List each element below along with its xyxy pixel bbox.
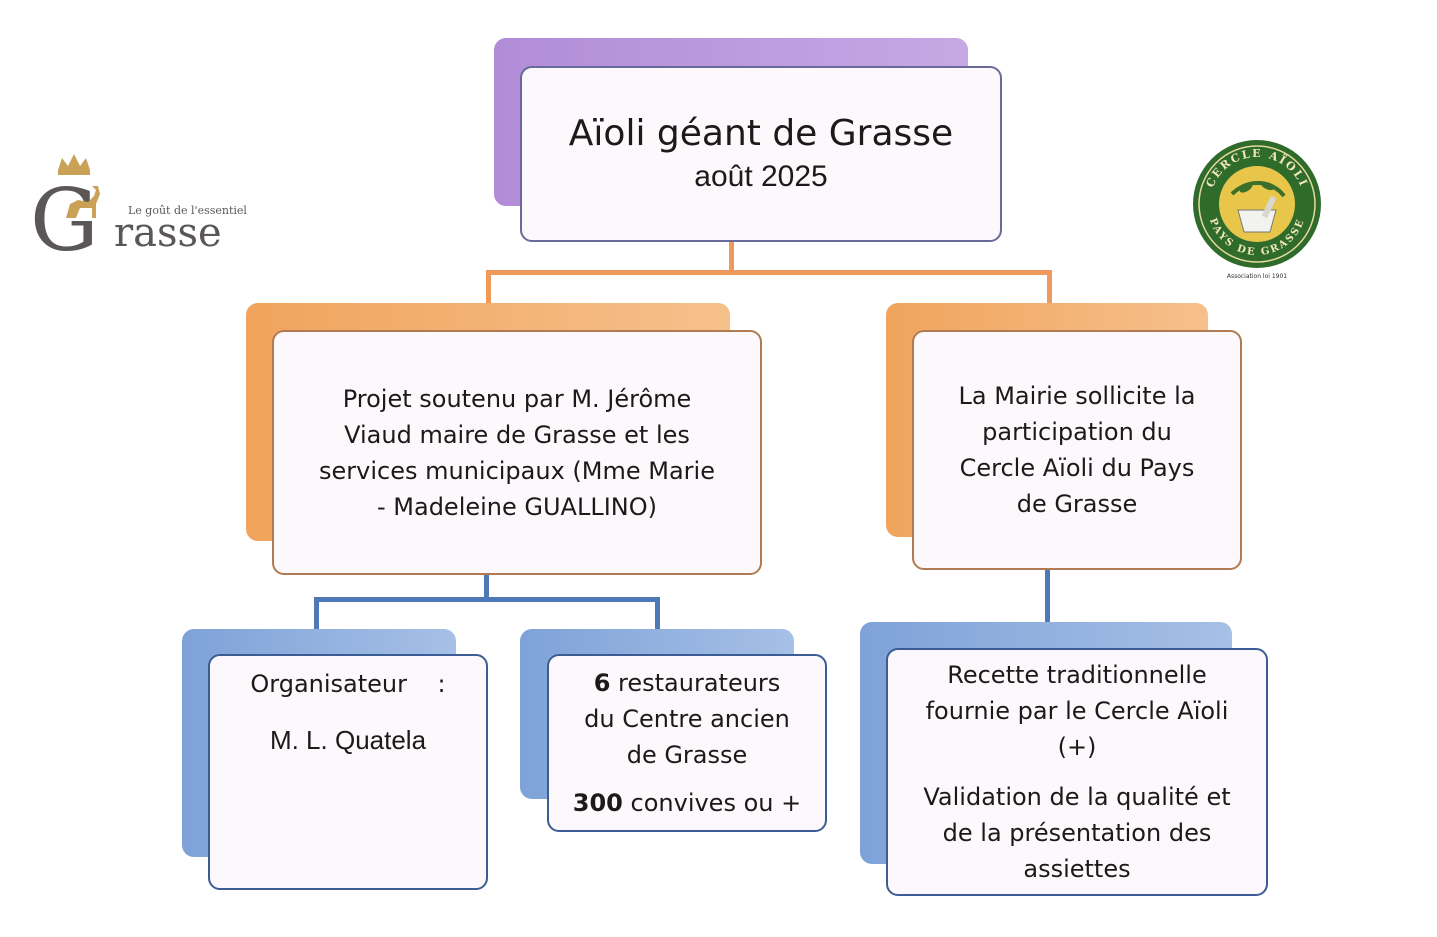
- organiser-separator: :: [437, 670, 446, 698]
- recipe-line: Recette traditionnelle: [947, 661, 1207, 689]
- organiser-label-row: Organisateur :: [250, 666, 445, 702]
- connector-right-stem: [1045, 570, 1050, 624]
- connector-left-stem: [484, 574, 489, 602]
- cercle-logo-caption: Association loi 1901: [1227, 273, 1287, 280]
- title-box: Aïoli géant de Grasse août 2025: [520, 66, 1002, 242]
- validation-line: assiettes: [1023, 855, 1131, 883]
- connector-left-bar: [314, 597, 660, 602]
- validation-line: de la présentation des: [942, 819, 1212, 847]
- olive-branch-icon: [1219, 166, 1295, 242]
- right-branch-line: participation du: [982, 418, 1172, 446]
- organiser-label: Organisateur: [250, 670, 407, 698]
- connector-left-drop-b: [655, 597, 660, 630]
- restaurants-line-2: du Centre ancien: [584, 705, 790, 733]
- grasse-logo: G Le goût de l'essentiel rasse: [30, 150, 250, 271]
- connector-title-left-drop: [486, 270, 491, 304]
- left-branch-box: Projet soutenu par M. Jérôme Viaud maire…: [272, 330, 762, 575]
- left-branch-line: - Madeleine GUALLINO): [376, 492, 658, 521]
- organiser-box: Organisateur : M. L. Quatela: [208, 654, 488, 890]
- right-branch-line: La Mairie sollicite la: [958, 382, 1196, 410]
- title-date: août 2025: [694, 160, 828, 193]
- mortar-icon: [1237, 195, 1277, 233]
- restaurants-line-3: de Grasse: [626, 741, 748, 769]
- left-branch-line: services municipaux (Mme Marie: [319, 456, 715, 485]
- grasse-logo-initial: G: [30, 171, 99, 260]
- title-main: Aïoli géant de Grasse: [568, 113, 954, 154]
- restaurants-count: 6: [593, 669, 611, 697]
- restaurants-line-1: 6 restaurateurs: [594, 665, 781, 701]
- right-branch-box: La Mairie sollicite la participation du …: [912, 330, 1242, 570]
- right-branch-line: Cercle Aïoli du Pays: [959, 454, 1195, 482]
- crown-icon: [58, 154, 90, 175]
- recipe-line: (+): [1057, 733, 1097, 761]
- grasse-logo-word: rasse: [114, 210, 222, 256]
- validation-line: Validation de la qualité et: [923, 783, 1231, 811]
- connector-left-drop-a: [314, 597, 319, 630]
- restaurants-box: 6 restaurateurs du Centre ancien de Gras…: [547, 654, 827, 832]
- deer-icon: [66, 186, 100, 218]
- guests-text: convives ou +: [622, 789, 802, 817]
- right-branch-line: de Grasse: [1016, 490, 1138, 518]
- guests-count: 300: [572, 789, 623, 817]
- connector-title-bar: [486, 270, 1052, 275]
- left-branch-line: Projet soutenu par M. Jérôme: [342, 384, 692, 413]
- guests-line: 300 convives ou +: [573, 785, 801, 821]
- recipe-box: Recette traditionnelle fournie par le Ce…: [886, 648, 1268, 896]
- organiser-name: M. L. Quatela: [269, 725, 427, 755]
- cercle-aioli-logo: CERCLE AÏOLI PAYS DE GRASSE Association …: [1188, 138, 1326, 280]
- connector-title-stem: [729, 241, 734, 274]
- recipe-line: fournie par le Cercle Aïoli: [925, 697, 1229, 725]
- left-branch-line: Viaud maire de Grasse et les: [344, 420, 690, 449]
- restaurants-text: restaurateurs: [610, 669, 781, 697]
- grasse-logo-tagline: Le goût de l'essentiel: [128, 204, 247, 217]
- connector-title-right-drop: [1047, 270, 1052, 304]
